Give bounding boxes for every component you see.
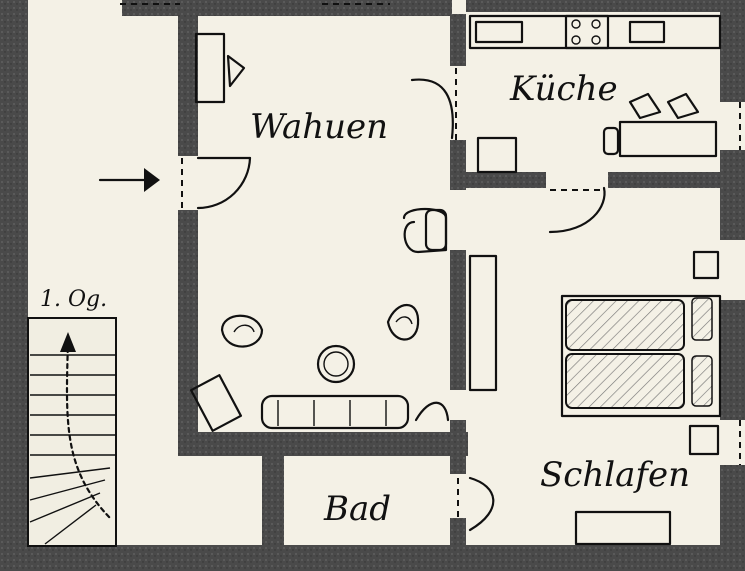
- kitchen-door: [410, 68, 457, 140]
- armchair-center: [386, 304, 420, 341]
- double-bed: [560, 294, 722, 418]
- armchair-right: [402, 208, 448, 254]
- nightstand-top: [692, 250, 720, 280]
- dining-table: [476, 92, 718, 174]
- entrance-arrow-icon: [98, 168, 160, 192]
- side-table: [189, 374, 243, 432]
- bath-door: [457, 476, 495, 532]
- bedroom-bench: [574, 510, 672, 546]
- entrance-door: [181, 156, 252, 210]
- staircase: [27, 317, 117, 547]
- bath-wall-door: [414, 401, 450, 422]
- room-label-bath: Bad: [323, 489, 391, 529]
- room-label-kitchen: Küche: [509, 69, 618, 109]
- nightstand-bottom: [688, 424, 720, 456]
- kitchen-counter: [468, 14, 722, 50]
- bedroom-door: [548, 186, 606, 234]
- stair-up-arrow-icon: [60, 332, 76, 352]
- armchair-left: [220, 314, 264, 348]
- wardrobe: [468, 254, 498, 392]
- round-table: [316, 344, 356, 384]
- floor-label: 1. Og.: [40, 287, 107, 312]
- cabinet: [194, 32, 246, 104]
- room-label-living: Wahuen: [250, 107, 388, 147]
- room-label-bedroom: Schlafen: [540, 455, 690, 495]
- window-icon: [120, 3, 741, 465]
- sofa: [260, 394, 410, 430]
